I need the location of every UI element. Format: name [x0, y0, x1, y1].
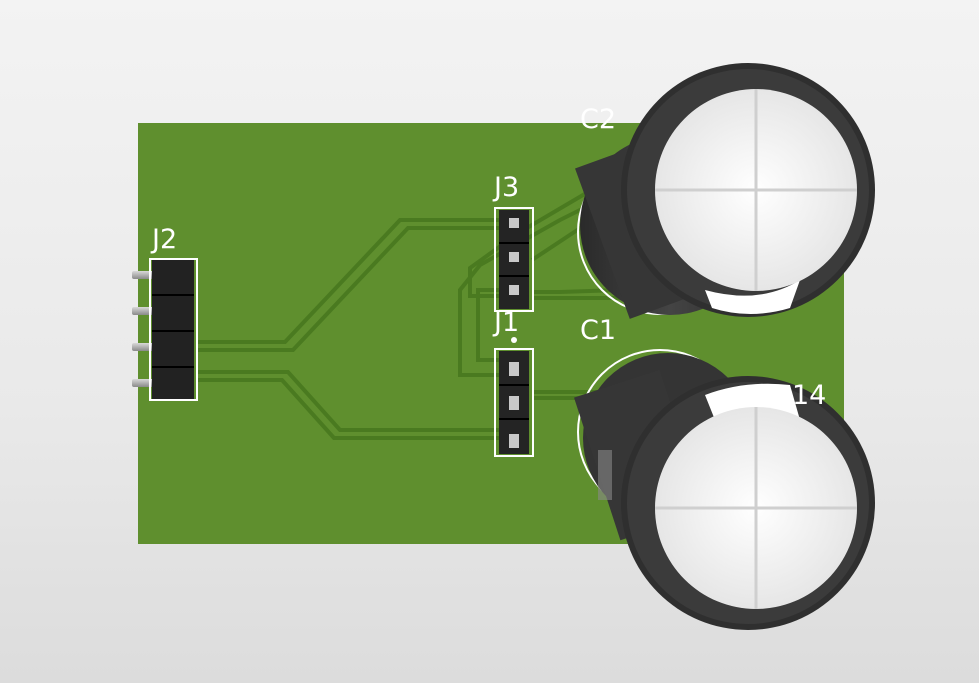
label-j1: J1 [492, 307, 519, 338]
label-c2: C2 [580, 104, 616, 135]
label-c1: C1 [580, 315, 616, 346]
j3-header [494, 207, 534, 312]
c1-capacitor [574, 353, 875, 630]
label-partial: 14 [792, 380, 826, 411]
label-j3: J3 [492, 172, 519, 203]
label-j2: J2 [150, 224, 177, 255]
j2-header [132, 258, 198, 401]
j1-header [494, 337, 534, 457]
c2-capacitor [575, 63, 875, 319]
